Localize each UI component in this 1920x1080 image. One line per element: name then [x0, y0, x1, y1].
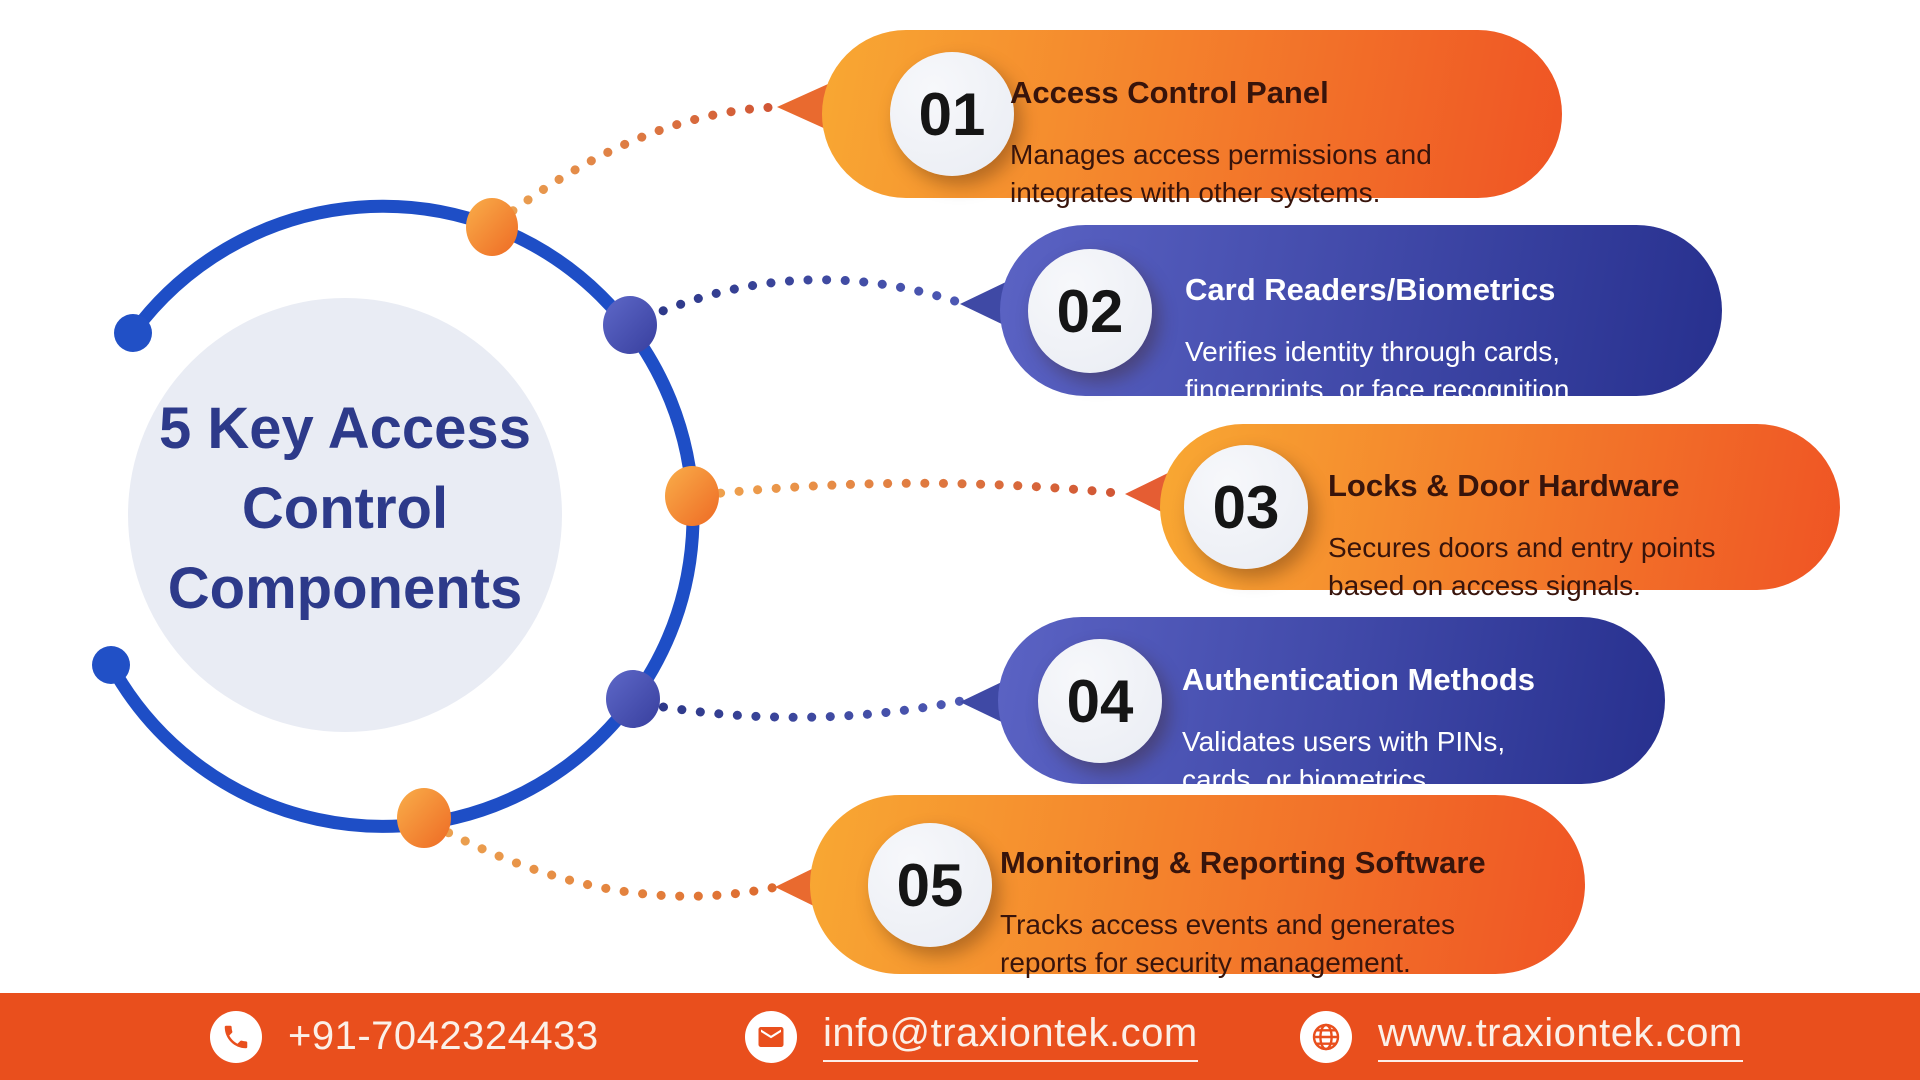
- card-title: Locks & Door Hardware: [1328, 468, 1680, 503]
- ring-endcap-bottom: [92, 646, 130, 684]
- contact-website: www.traxiontek.com: [1300, 993, 1743, 1080]
- phone-icon: [210, 1010, 262, 1063]
- card-number-badge: 03: [1184, 445, 1308, 569]
- card-description: Validates users with PINs, cards, or bio…: [1182, 726, 1506, 795]
- connector-dotted-1: [493, 102, 783, 227]
- card-description: Verifies identity through cards, fingerp…: [1185, 336, 1578, 405]
- ring-node-2: [603, 296, 657, 354]
- ring-node-1: [466, 198, 518, 256]
- card-title: Card Readers/Biometrics: [1185, 272, 1556, 307]
- card-number: 01: [918, 80, 986, 148]
- card-description: Secures doors and entry points based on …: [1328, 532, 1716, 601]
- contact-email: info@traxiontek.com: [745, 993, 1198, 1080]
- card-card-readers-biometrics: 02 Card Readers/Biometrics Verifies iden…: [1000, 225, 1722, 405]
- connector-dotted-4: [640, 696, 966, 722]
- ring-node-3: [665, 466, 719, 526]
- website-link[interactable]: www.traxiontek.com: [1378, 1011, 1743, 1062]
- page-title: 5 Key Access Control Components: [159, 396, 531, 621]
- connector-dotted-3: [697, 478, 1131, 500]
- card-number-badge: 05: [868, 823, 992, 947]
- card-title: Authentication Methods: [1182, 662, 1536, 697]
- contact-phone: +91-7042324433: [210, 993, 599, 1080]
- card-title: Monitoring & Reporting Software: [1000, 845, 1486, 880]
- card-pointer-3: [1125, 472, 1170, 516]
- contact-footer-bar: +91-7042324433 info@traxiontek.com www.t…: [0, 993, 1920, 1080]
- card-number-badge: 04: [1038, 639, 1162, 763]
- card-number-badge: 02: [1028, 249, 1152, 373]
- card-pointer-1: [777, 84, 828, 130]
- card-description: Manages access permissions and integrate…: [1010, 139, 1432, 208]
- card-number: 03: [1212, 473, 1280, 541]
- card-monitoring-reporting-software: 05 Monitoring & Reporting Software Track…: [810, 795, 1585, 978]
- card-number: 04: [1066, 667, 1134, 735]
- card-access-control-panel: 01 Access Control Panel Manages access p…: [822, 30, 1562, 208]
- ring-node-4: [606, 670, 660, 728]
- phone-number: +91-7042324433: [288, 1014, 599, 1058]
- ring-endcap-top: [114, 314, 152, 352]
- card-pointer-4: [960, 679, 1008, 725]
- card-number: 05: [896, 851, 964, 919]
- hub-ring-arc: [105, 199, 700, 833]
- card-number-badge: 01: [890, 52, 1014, 176]
- connector-dotted-2: [641, 275, 966, 323]
- card-pointer-2: [960, 281, 1008, 327]
- envelope-icon: [745, 1010, 797, 1063]
- card-description: Tracks access events and generates repor…: [1000, 909, 1455, 978]
- connector-dotted-5: [427, 819, 781, 901]
- email-link[interactable]: info@traxiontek.com: [823, 1011, 1198, 1062]
- ring-node-5: [397, 788, 451, 848]
- card-number: 02: [1056, 277, 1124, 345]
- card-title: Access Control Panel: [1010, 75, 1329, 110]
- hub-circle: [128, 298, 562, 732]
- card-locks-door-hardware: 03 Locks & Door Hardware Secures doors a…: [1160, 424, 1840, 601]
- card-authentication-methods: 04 Authentication Methods Validates user…: [998, 617, 1665, 795]
- globe-icon: [1300, 1010, 1352, 1063]
